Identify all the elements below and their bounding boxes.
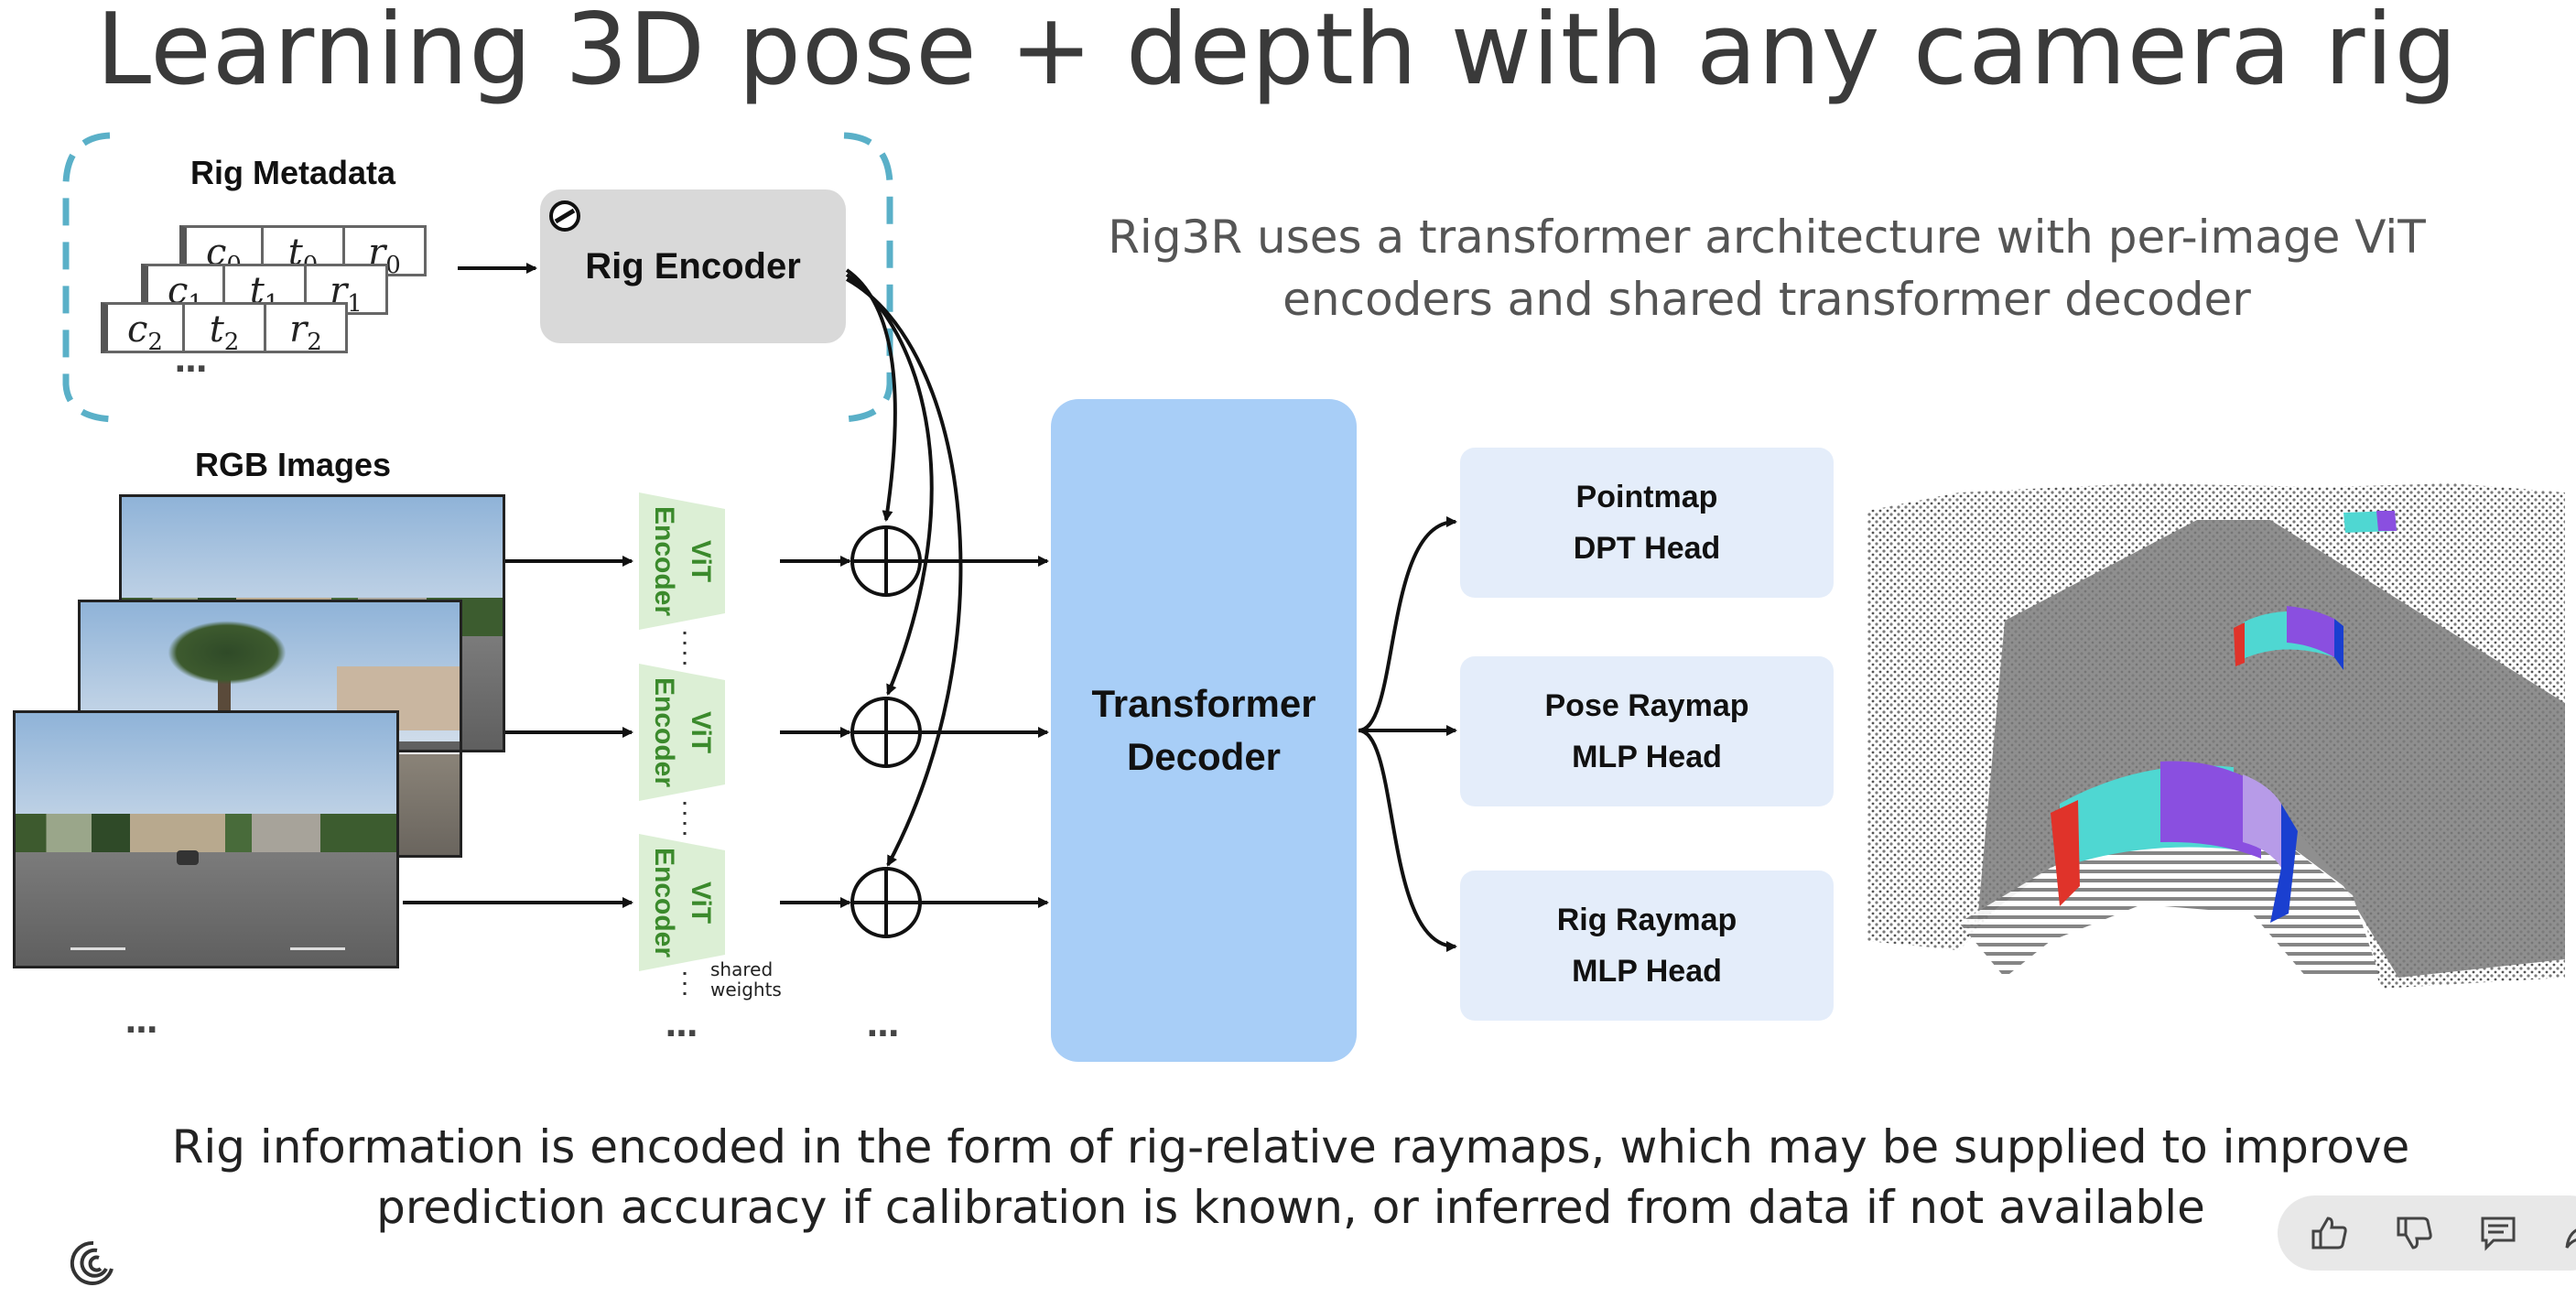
rgb-images-label: RGB Images: [194, 446, 392, 483]
transformer-decoder-box: Transformer Decoder: [1051, 399, 1357, 1062]
pointmap-head: Pointmap DPT Head: [1460, 448, 1834, 598]
encoder-label: Encoder: [649, 847, 679, 958]
lock-icon: [547, 199, 582, 233]
point-cloud-visualization: [1867, 483, 2565, 989]
share-icon[interactable]: [2559, 1207, 2576, 1259]
decoder-label-line2: Decoder: [1126, 735, 1282, 778]
plus-node-3: [850, 867, 922, 938]
architecture-description: Rig3R uses a transformer architecture wi…: [1108, 211, 2426, 326]
thumbs-up-icon[interactable]: [2303, 1207, 2352, 1259]
shared-weights-label: shared weights: [710, 958, 782, 1001]
rig-encoder-box: Rig Encoder: [540, 189, 846, 343]
metadata-cell: r2: [264, 302, 348, 356]
decoder-label-line1: Transformer: [1091, 682, 1316, 725]
vit-encoder-2: Encoder ViT: [639, 664, 725, 801]
encoder-label: Encoder: [649, 676, 679, 788]
brand-logo: [66, 1238, 117, 1289]
metadata-cell: c2: [101, 302, 185, 356]
vit-encoder-3: Encoder ViT: [639, 834, 725, 971]
vit-encoder-1: Encoder ViT: [639, 492, 725, 630]
metadata-cell: t2: [182, 302, 266, 356]
plus-node-1: [850, 525, 922, 597]
video-action-bar: [2278, 1195, 2576, 1271]
comment-icon[interactable]: [2473, 1207, 2522, 1259]
slide-title: Learning 3D pose + depth with any camera…: [96, 0, 2458, 107]
thumbs-down-icon[interactable]: [2388, 1207, 2437, 1259]
metadata-ellipsis: ...: [174, 342, 208, 380]
plus-node-2: [850, 697, 922, 768]
vit-label: ViT: [686, 881, 716, 925]
bottom-caption: Rig information is encoded in the form o…: [171, 1120, 2410, 1234]
pose-raymap-head: Pose Raymap MLP Head: [1460, 656, 1834, 806]
vit-label: ViT: [686, 539, 716, 583]
plus-ellipsis: ...: [866, 1007, 900, 1044]
metadata-row: c2 t2 r2: [101, 302, 348, 356]
rig-metadata-label: Rig Metadata: [189, 154, 396, 191]
images-ellipsis: ...: [124, 1003, 158, 1041]
encoder-ellipsis: ...: [665, 1007, 698, 1044]
rgb-image-3: [13, 710, 399, 968]
encoder-label: Encoder: [649, 505, 679, 617]
rig-encoder-label: Rig Encoder: [585, 245, 801, 287]
rig-raymap-head: Rig Raymap MLP Head: [1460, 871, 1834, 1021]
shared-weights-dotted-line: [683, 632, 687, 998]
vit-label: ViT: [686, 710, 716, 754]
